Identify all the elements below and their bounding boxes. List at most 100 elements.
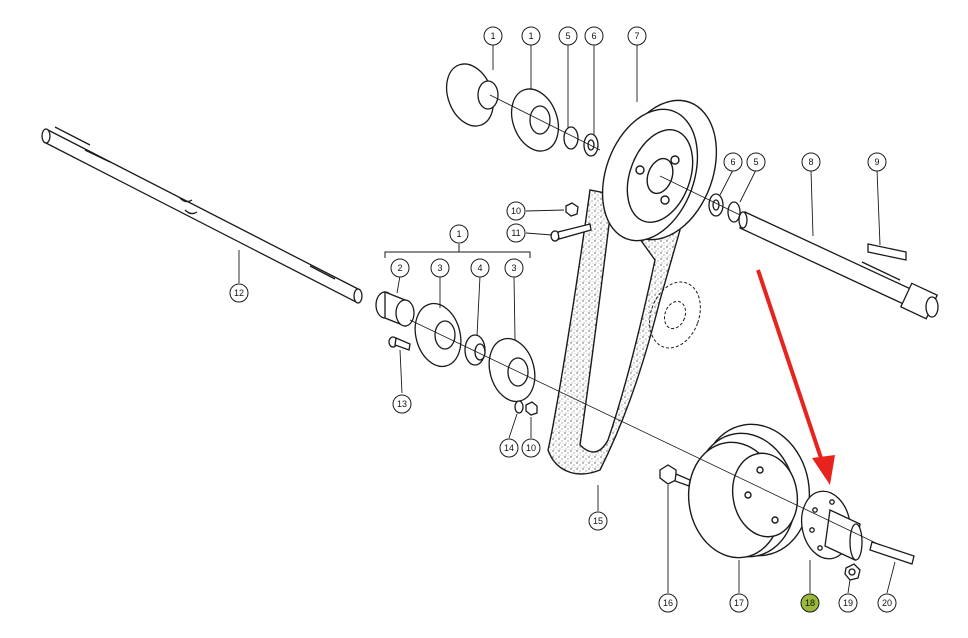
callout-c1c: 1 bbox=[449, 224, 469, 244]
callout-number: 3 bbox=[437, 263, 442, 273]
callout-number: 14 bbox=[504, 443, 514, 453]
callout-number: 1 bbox=[456, 229, 461, 239]
callout-number: 5 bbox=[753, 157, 758, 167]
callout-c11: 11 bbox=[506, 223, 526, 243]
red-indicator-arrow bbox=[756, 269, 835, 485]
callout-number: 8 bbox=[808, 157, 813, 167]
callout-circle bbox=[658, 593, 678, 613]
callout-circle bbox=[877, 593, 897, 613]
callout-circle bbox=[723, 152, 743, 172]
circlip-part-5-right bbox=[727, 201, 741, 223]
callout-number: 3 bbox=[511, 263, 516, 273]
callout-circle bbox=[499, 438, 519, 458]
callout-c18: 18 bbox=[800, 593, 820, 613]
flange-plate-part-3-right bbox=[488, 337, 536, 403]
callout-circle bbox=[521, 438, 541, 458]
callout-number: 20 bbox=[882, 598, 892, 608]
callout-number: 10 bbox=[526, 443, 536, 453]
callout-number: 17 bbox=[734, 598, 744, 608]
callout-number: 13 bbox=[397, 399, 407, 409]
belt-part-15 bbox=[547, 189, 681, 475]
callout-circle bbox=[430, 258, 450, 278]
callout-number: 7 bbox=[634, 31, 639, 41]
callout-c16: 16 bbox=[658, 593, 678, 613]
callout-circle bbox=[449, 224, 469, 244]
callout-c6b: 6 bbox=[723, 152, 743, 172]
callout-circle bbox=[504, 258, 524, 278]
callout-c1a: 1 bbox=[483, 26, 503, 46]
callout-number: 10 bbox=[511, 206, 521, 216]
callout-number: 16 bbox=[663, 598, 673, 608]
callout-number: 9 bbox=[874, 157, 879, 167]
callout-c17: 17 bbox=[729, 593, 749, 613]
flange-plate-part-3-left bbox=[414, 302, 462, 368]
callout-c19: 19 bbox=[838, 593, 858, 613]
callout-circle bbox=[392, 394, 412, 414]
callout-number: 1 bbox=[490, 31, 495, 41]
callout-c5b: 5 bbox=[746, 152, 766, 172]
callout-circle bbox=[483, 26, 503, 46]
callout-circle bbox=[627, 26, 647, 46]
callout-number: 6 bbox=[591, 31, 596, 41]
washer-part-6-top bbox=[583, 133, 599, 157]
callout-c8: 8 bbox=[801, 152, 821, 172]
callout-number: 12 bbox=[234, 288, 244, 298]
bearing-part-4 bbox=[464, 334, 486, 366]
pulley-part-7 bbox=[601, 99, 718, 242]
bearing-sleeve-part-2 bbox=[375, 291, 415, 327]
nut-part-10-upper bbox=[565, 202, 579, 217]
callout-c20: 20 bbox=[877, 593, 897, 613]
key-part-20 bbox=[869, 541, 915, 565]
callout-number: 15 bbox=[593, 516, 603, 526]
bolt-part-11 bbox=[550, 223, 592, 242]
nut-part-19 bbox=[844, 563, 861, 581]
callout-number: 4 bbox=[477, 263, 482, 273]
callout-circle bbox=[867, 152, 887, 172]
callout-c6a: 6 bbox=[584, 26, 604, 46]
callout-circle bbox=[801, 152, 821, 172]
callout-circle bbox=[521, 26, 541, 46]
callout-c5a: 5 bbox=[558, 26, 578, 46]
pulley-part-17 bbox=[687, 423, 811, 559]
callout-number: 5 bbox=[565, 31, 570, 41]
callout-c2: 2 bbox=[390, 258, 410, 278]
washer-part-14 bbox=[514, 400, 524, 414]
callout-number: 2 bbox=[397, 263, 402, 273]
washer-part-6-right bbox=[708, 193, 724, 217]
callout-c1b: 1 bbox=[521, 26, 541, 46]
callout-circle bbox=[506, 201, 526, 221]
bolt-part-13 bbox=[388, 336, 411, 351]
callout-circle bbox=[470, 258, 490, 278]
callout-c3b: 3 bbox=[504, 258, 524, 278]
callout-c14: 14 bbox=[499, 438, 519, 458]
callout-c10a: 10 bbox=[506, 201, 526, 221]
bolt-part-16 bbox=[659, 464, 691, 487]
callout-number: 18 bbox=[805, 598, 815, 608]
callout-circle bbox=[558, 26, 578, 46]
key-part-9 bbox=[867, 243, 907, 261]
group-bracket-part-1 bbox=[384, 244, 531, 258]
callout-circle bbox=[506, 223, 526, 243]
callout-c10b: 10 bbox=[521, 438, 541, 458]
long-shaft-part-12 bbox=[41, 126, 363, 304]
shaft-part-8 bbox=[738, 211, 939, 320]
leader-lines bbox=[238, 45, 896, 594]
callout-c3a: 3 bbox=[430, 258, 450, 278]
callout-c7: 7 bbox=[627, 26, 647, 46]
bearing-flange-part-1-right bbox=[510, 88, 560, 152]
callout-number: 6 bbox=[730, 157, 735, 167]
bearing-flange-part-1-left bbox=[445, 63, 499, 127]
callout-number: 11 bbox=[511, 228, 520, 238]
assembly-axis-lines bbox=[409, 94, 881, 546]
nut-part-10-lower bbox=[525, 401, 538, 416]
callout-circle bbox=[229, 283, 249, 303]
callout-c12: 12 bbox=[229, 283, 249, 303]
callout-c4: 4 bbox=[470, 258, 490, 278]
ghost-pulley-outline bbox=[649, 281, 701, 349]
callout-circle bbox=[588, 511, 608, 531]
callout-number: 1 bbox=[528, 31, 533, 41]
callout-number: 19 bbox=[843, 598, 853, 608]
callout-circle bbox=[584, 26, 604, 46]
